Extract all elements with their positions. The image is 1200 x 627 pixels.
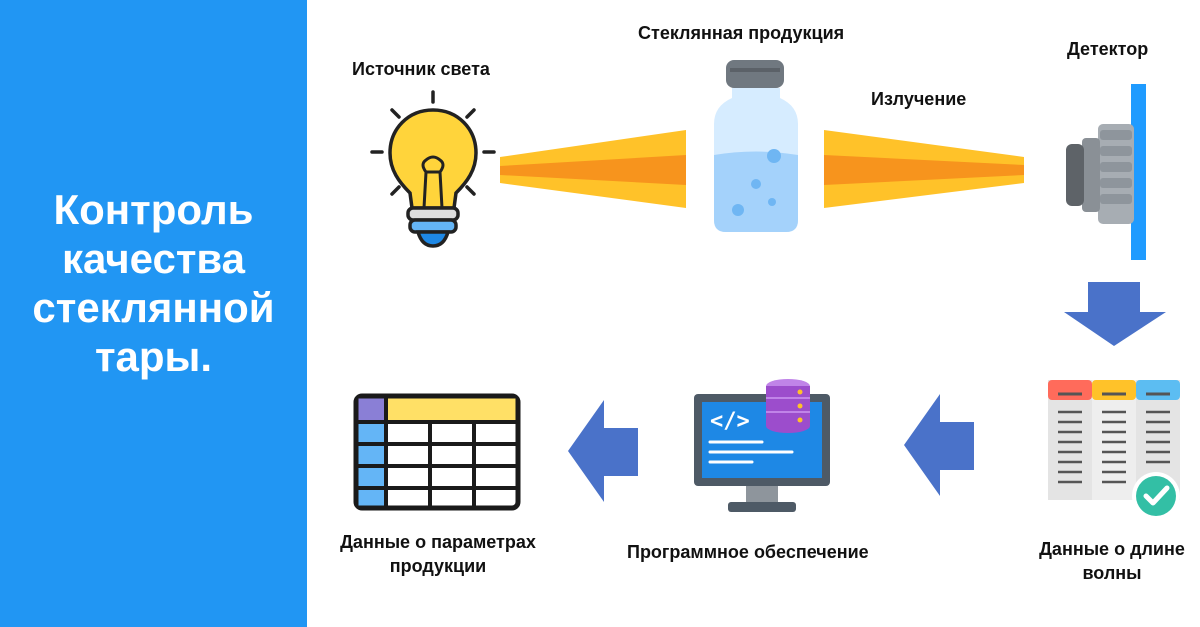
light-bulb-icon: [370, 90, 496, 248]
sidebar: Контроль качества стеклянной тары.: [0, 0, 307, 627]
page-title: Контроль качества стеклянной тары.: [32, 186, 275, 380]
label-product-params: Данные о параметрах продукции: [340, 532, 536, 576]
label-light-source: Источник света: [352, 59, 490, 79]
detector-icon: [1066, 84, 1146, 260]
label-glass-product: Стеклянная продукция: [638, 23, 845, 43]
light-beam-left: [500, 130, 686, 208]
label-radiation: Излучение: [871, 89, 967, 109]
light-beam-right: [824, 130, 1024, 208]
label-wavelength-data: Данные о длине волны: [1039, 539, 1185, 583]
arrow-left-right-pair: [904, 394, 974, 496]
arrow-down: [1064, 282, 1166, 346]
data-table-check-icon: [1048, 380, 1180, 520]
label-software: Программное обеспечение: [627, 542, 869, 562]
arrow-left-left-pair: [568, 400, 638, 502]
spreadsheet-icon: [353, 393, 521, 511]
label-detector: Детектор: [1067, 39, 1149, 59]
glass-vial-icon: [714, 60, 798, 232]
computer-code-database-icon: </>: [694, 379, 830, 512]
svg-text:</>: </>: [710, 409, 750, 434]
